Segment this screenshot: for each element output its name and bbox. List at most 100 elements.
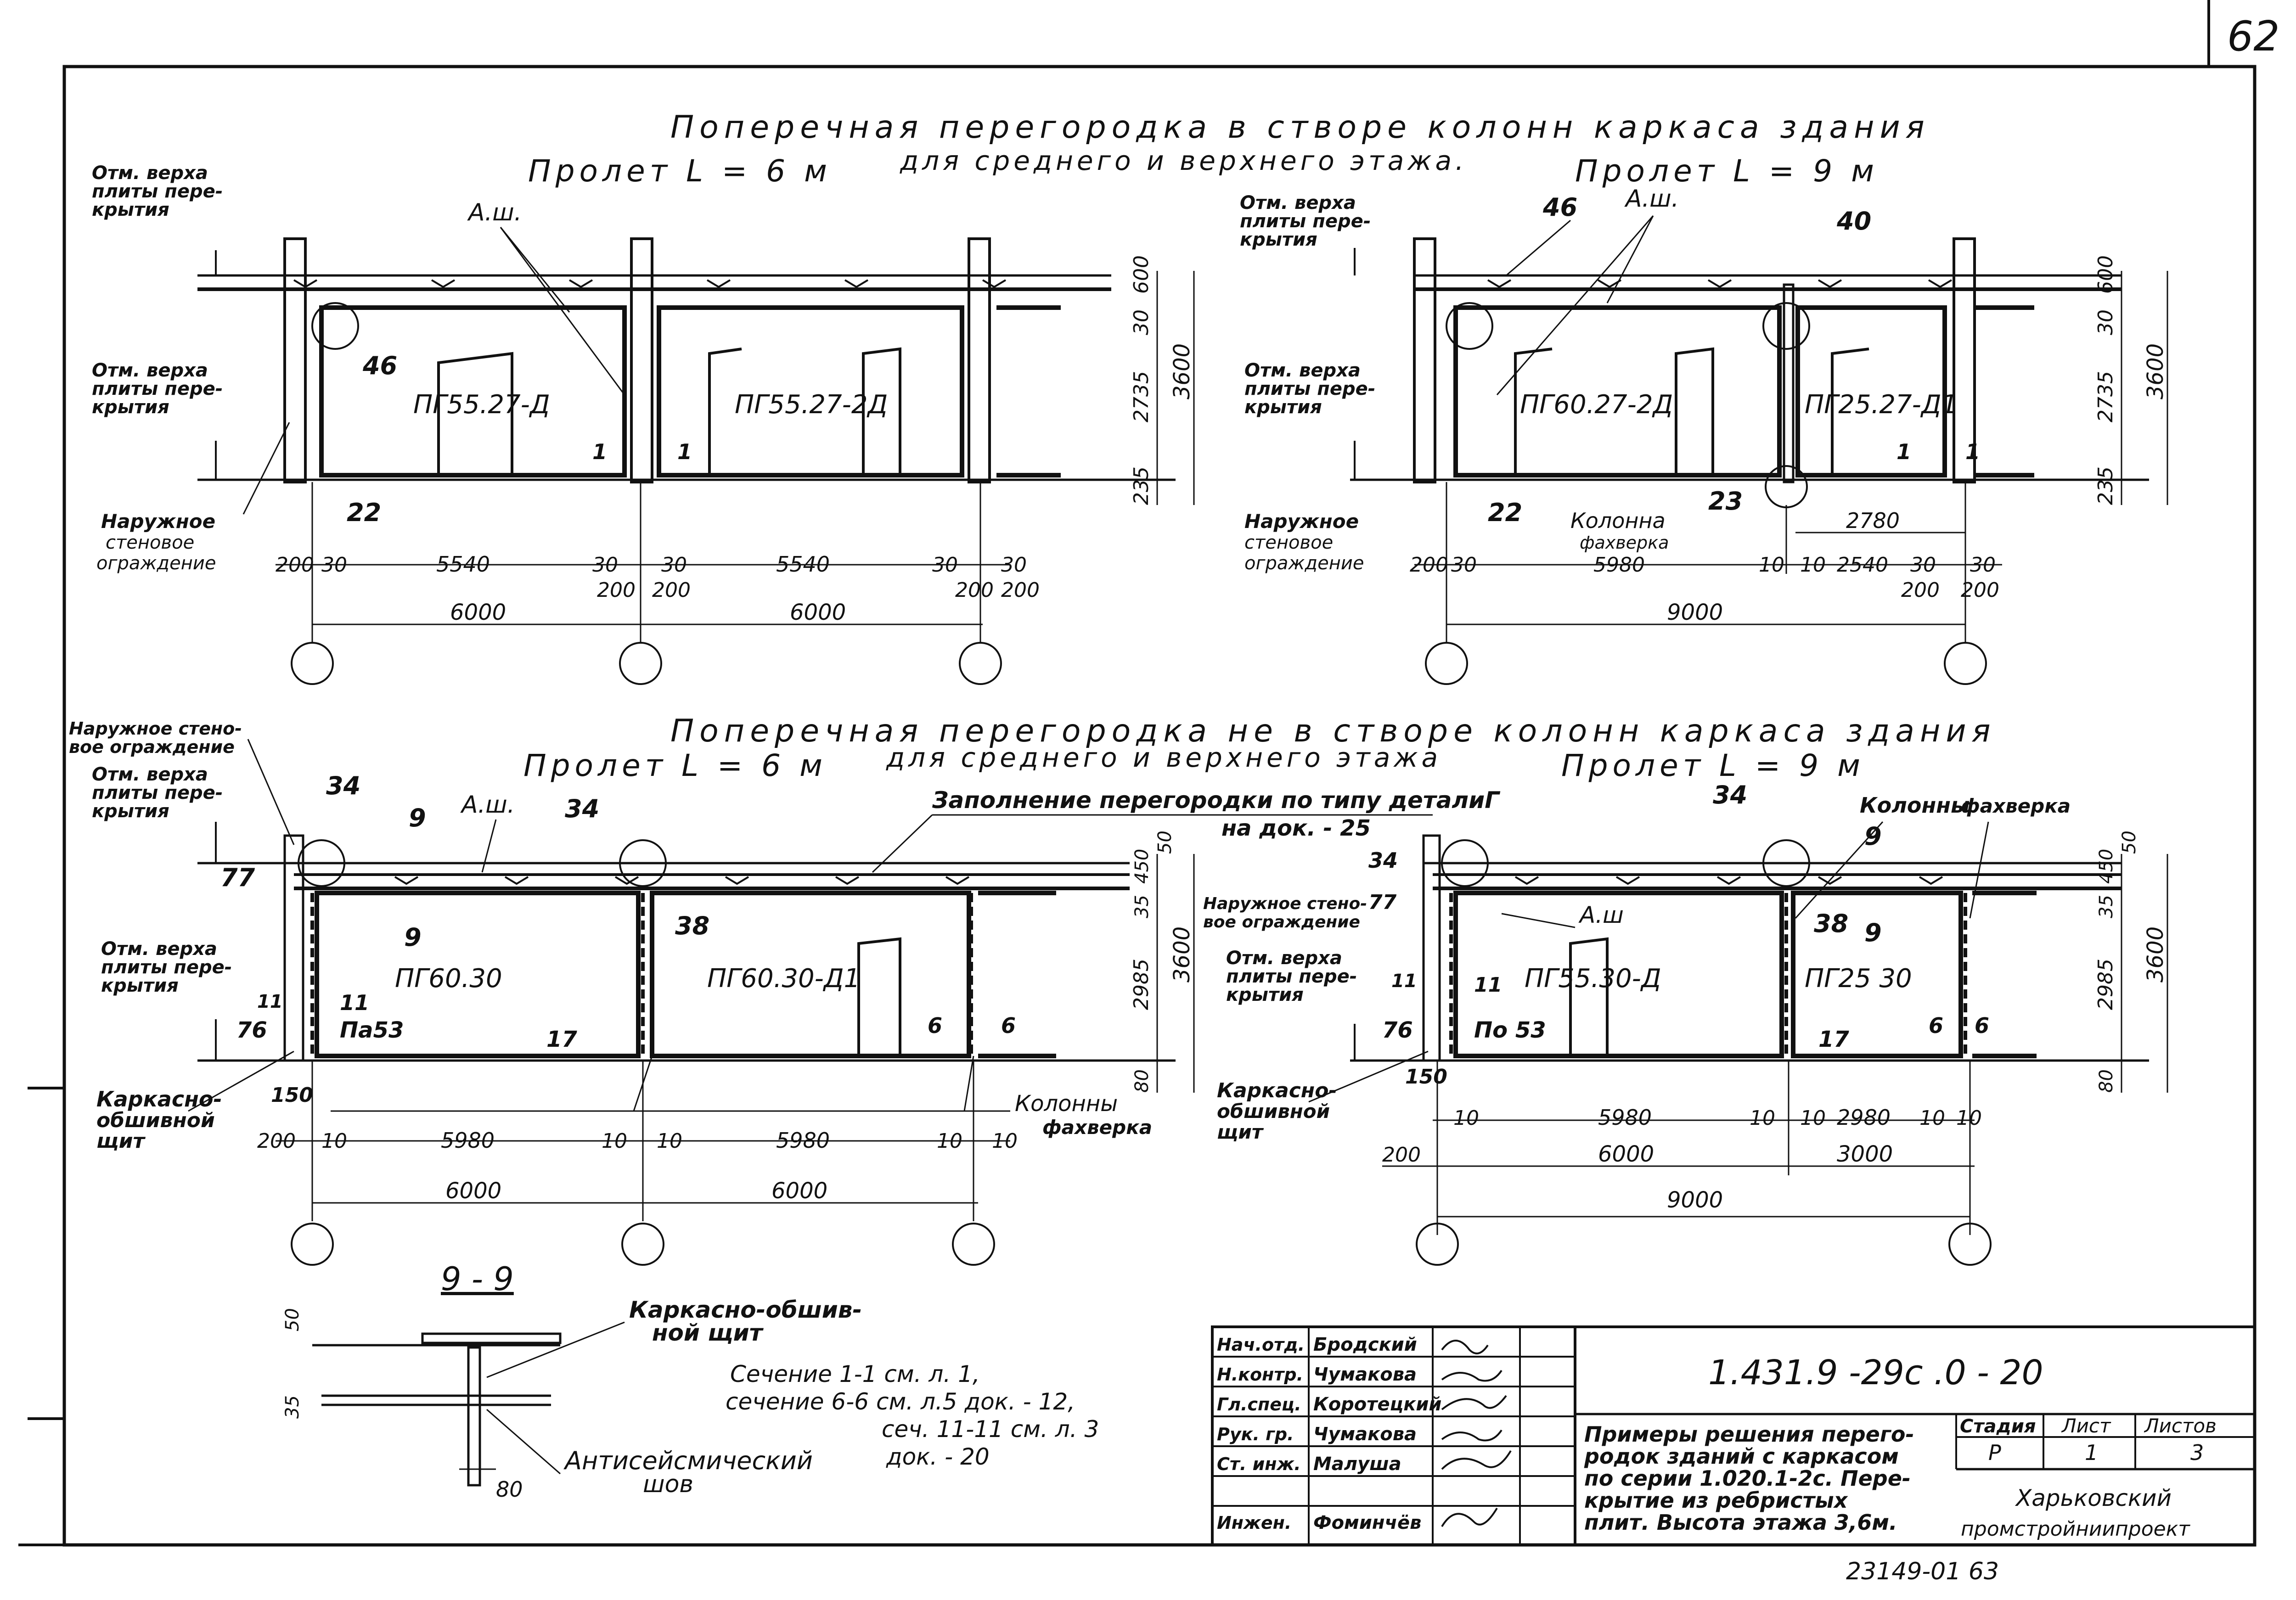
svg-text:150: 150 [1405,1065,1447,1089]
svg-text:2780: 2780 [1846,508,1900,533]
svg-text:2980: 2980 [1837,1105,1891,1130]
svg-text:80: 80 [496,1477,523,1502]
svg-text:38: 38 [675,911,709,940]
svg-text:плиты пере-: плиты пере- [92,782,223,803]
svg-text:плиты пере-: плиты пере- [92,181,223,202]
svg-text:30: 30 [592,553,618,577]
svg-text:крытия: крытия [1240,229,1317,250]
svg-text:200: 200 [1410,553,1448,577]
svg-text:1: 1 [1965,439,1980,464]
svg-text:600: 600 [2094,255,2117,294]
svg-text:30: 30 [1130,309,1153,335]
svg-text:11: 11 [340,990,369,1015]
svg-text:ПГ60.30-Д1: ПГ60.30-Д1 [707,964,860,994]
svg-text:Лист: Лист [2061,1415,2111,1437]
svg-text:А.ш.: А.ш. [1624,185,1679,213]
svg-text:9 - 9: 9 - 9 [441,1260,514,1298]
svg-text:600: 600 [1130,255,1153,294]
svg-text:23: 23 [1708,487,1743,516]
svg-text:ПГ25 30: ПГ25 30 [1805,964,1912,994]
svg-text:Колонны: Колонны [1015,1091,1118,1117]
svg-text:34: 34 [565,794,599,823]
svg-text:Колонна: Колонна [1570,508,1666,533]
svg-text:35: 35 [2096,895,2117,918]
svg-text:фахверка: фахверка [1042,1116,1152,1139]
svg-text:6000: 6000 [1598,1141,1654,1167]
notes: Сечение 1-1 см. л. 1, сечение 6-6 см. л.… [726,1361,1099,1470]
svg-text:200: 200 [1901,578,1940,602]
svg-text:6000: 6000 [445,1178,501,1204]
svg-text:обшивной: обшивной [96,1109,215,1132]
svg-text:Листов: Листов [2144,1415,2217,1437]
svg-text:35: 35 [282,1395,303,1419]
svg-text:30: 30 [1970,553,1996,577]
svg-text:Наружное: Наружное [1244,510,1359,533]
svg-text:50: 50 [282,1308,303,1331]
svg-text:3000: 3000 [1837,1141,1893,1167]
svg-text:для среднего и верхнего этажа.: для среднего и верхнего этажа. [900,145,1468,176]
svg-text:76: 76 [1382,1017,1413,1043]
svg-text:По 53: По 53 [1474,1017,1546,1043]
svg-text:76: 76 [236,1017,267,1043]
svg-text:Н.контр.: Н.контр. [1217,1364,1303,1385]
svg-text:34: 34 [326,771,360,800]
svg-text:3600: 3600 [2143,343,2168,399]
svg-text:Поперечная перегородка в створ: Поперечная перегородка в створе колонн к… [670,109,1930,146]
svg-text:77: 77 [1368,891,1397,914]
svg-text:по серии 1.020.1-2с. Пере-: по серии 1.020.1-2с. Пере- [1584,1466,1911,1491]
svg-text:Отм. верха: Отм. верха [1244,360,1361,381]
svg-text:30: 30 [661,553,687,577]
svg-text:стеновое: стеновое [106,532,194,553]
svg-text:2985: 2985 [2094,959,2117,1010]
svg-text:1: 1 [592,439,607,464]
svg-text:5540: 5540 [436,552,490,577]
svg-text:Гл.спец.: Гл.спец. [1217,1394,1301,1415]
diagram-d1: ПГ55.27-Д ПГ55.27-2Д 46 22 1 1 А.ш. Отм.… [92,163,1195,685]
svg-text:Коротецкий: Коротецкий [1313,1394,1441,1415]
title-block: Нач.отд. Н.контр. Гл.спец. Рук. гр. Ст. … [1211,1325,2256,1546]
svg-text:10: 10 [937,1129,962,1153]
svg-text:Бродский: Бродский [1313,1334,1417,1355]
svg-text:38: 38 [1814,909,1848,938]
svg-text:Нач.отд.: Нач.отд. [1217,1335,1305,1355]
svg-text:5980: 5980 [1593,553,1645,577]
svg-text:А.ш: А.ш [1578,902,1624,928]
svg-text:10: 10 [1453,1106,1479,1130]
svg-text:ПГ55.30-Д: ПГ55.30-Д [1525,964,1661,994]
svg-text:Чумакова: Чумакова [1313,1364,1417,1385]
svg-text:30: 30 [321,553,347,577]
svg-text:Каркасно-: Каркасно- [96,1087,222,1112]
svg-text:2540: 2540 [1837,553,1888,577]
svg-text:6000: 6000 [790,600,846,625]
svg-text:50: 50 [2119,831,2140,854]
svg-text:Чумакова: Чумакова [1313,1424,1417,1445]
svg-text:док. - 20: док. - 20 [886,1443,990,1470]
svg-text:17: 17 [546,1027,577,1052]
svg-text:6: 6 [1001,1013,1016,1038]
svg-text:30: 30 [932,553,958,577]
svg-text:3600: 3600 [1169,343,1195,399]
svg-text:1.431.9 -29с .0 - 20: 1.431.9 -29с .0 - 20 [1708,1353,2043,1392]
svg-text:Пролет L = 9 м: Пролет L = 9 м [1575,153,1879,189]
svg-text:6: 6 [928,1013,942,1038]
svg-text:Наружное стено-: Наружное стено- [69,719,242,739]
svg-text:80: 80 [2096,1069,2117,1093]
svg-text:Колонны: Колонны [1860,793,1970,818]
svg-text:шов: шов [643,1471,693,1498]
svg-text:крытия: крытия [92,199,169,220]
svg-text:для среднего и верхнего этажа: для среднего и верхнего этажа [886,742,1441,773]
svg-text:10: 10 [1800,553,1826,577]
svg-text:200: 200 [257,1129,296,1153]
svg-text:9000: 9000 [1667,600,1723,625]
svg-text:Харьковский: Харьковский [2015,1485,2172,1511]
svg-text:200: 200 [652,578,691,602]
svg-text:Отм. верха: Отм. верха [1240,192,1356,213]
svg-text:1: 1 [677,439,692,464]
svg-text:щит: щит [96,1129,146,1153]
svg-text:10: 10 [1956,1106,1982,1130]
svg-text:200: 200 [1382,1143,1421,1167]
svg-text:ограждение: ограждение [1244,553,1364,574]
svg-text:200: 200 [276,553,314,577]
svg-text:Сечение 1-1 см. л. 1,: Сечение 1-1 см. л. 1, [730,1361,980,1387]
